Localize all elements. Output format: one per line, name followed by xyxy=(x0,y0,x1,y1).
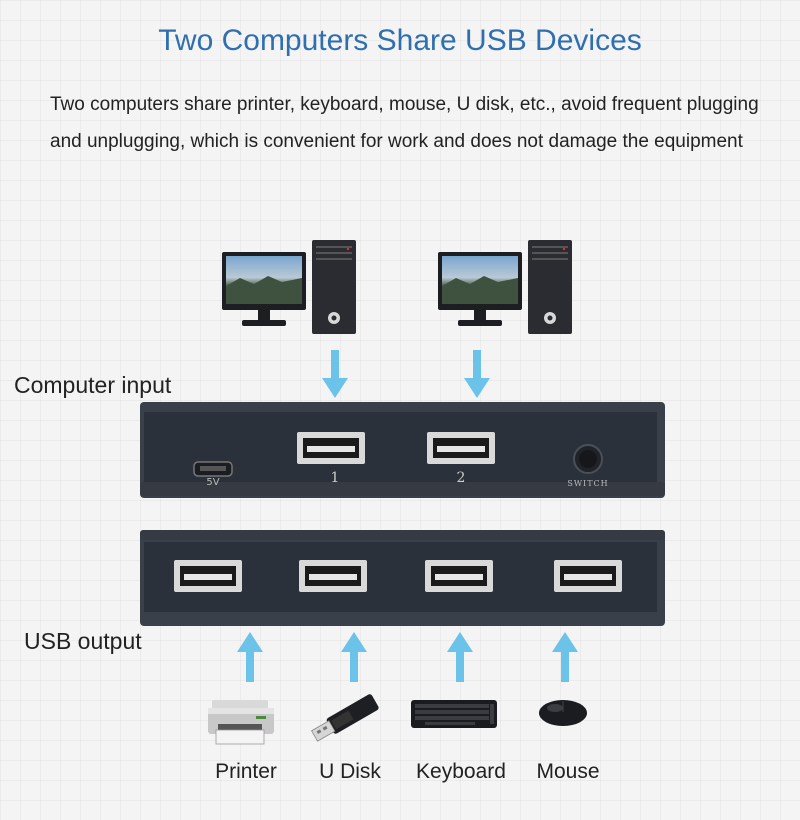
page-title: Two Computers Share USB Devices xyxy=(158,24,642,57)
arrow-down-1 xyxy=(322,350,348,398)
computer-1 xyxy=(222,240,356,334)
output-hub xyxy=(140,530,665,626)
switch-button xyxy=(573,444,603,474)
usb-output-label: USB output xyxy=(24,628,142,654)
device-label-u-disk: U Disk xyxy=(319,760,381,783)
port-2-label: 2 xyxy=(457,470,466,486)
arrow-up-2 xyxy=(341,632,367,682)
mouse-icon xyxy=(539,700,587,726)
pc-tower-icon xyxy=(312,240,356,334)
arrow-up-4 xyxy=(552,632,578,682)
usb-port-icon xyxy=(425,560,493,592)
power-label: 5V xyxy=(206,477,219,488)
pc-tower-icon xyxy=(528,240,572,334)
arrow-up-1 xyxy=(237,632,263,682)
input-hub: 5V 1 2 SWITCH xyxy=(140,402,665,498)
computer-2 xyxy=(438,240,572,334)
usb-port-icon xyxy=(299,560,367,592)
usb-port-icon xyxy=(554,560,622,592)
usb-port-icon xyxy=(174,560,242,592)
device-label-mouse: Mouse xyxy=(536,760,600,783)
keyboard-icon xyxy=(411,700,497,728)
page-description: Two computers share printer, keyboard, m… xyxy=(50,94,759,152)
arrow-up-3 xyxy=(447,632,473,682)
usb-port-icon xyxy=(297,432,365,464)
switch-label: SWITCH xyxy=(567,479,608,488)
monitor-icon xyxy=(222,252,306,326)
usb-stick-icon xyxy=(311,694,379,742)
computer-input-label: Computer input xyxy=(14,372,172,398)
monitor-icon xyxy=(438,252,522,326)
device-label-printer: Printer xyxy=(215,760,277,783)
arrow-down-2 xyxy=(464,350,490,398)
printer-icon xyxy=(208,700,274,745)
device-label-keyboard: Keyboard xyxy=(416,760,506,783)
usb-port-icon xyxy=(427,432,495,464)
micro-usb-power-port xyxy=(193,461,233,477)
port-1-label: 1 xyxy=(331,470,340,486)
